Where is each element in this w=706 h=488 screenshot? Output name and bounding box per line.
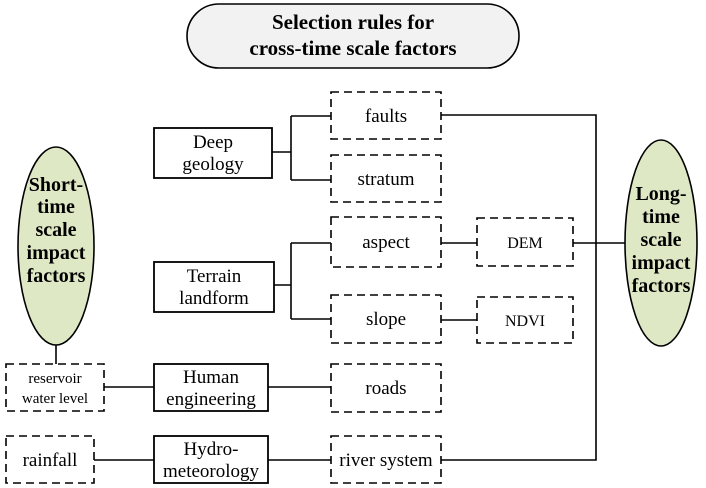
stratum-label: stratum: [358, 169, 415, 190]
title-line-1: Selection rules for: [272, 10, 434, 34]
human-engineering-label-line-2: engineering: [166, 389, 256, 410]
hydro-meteorology-label-line-2: meteorology: [163, 461, 260, 482]
hydro-meteorology-box: [153, 435, 269, 484]
human-engineering-box: [153, 363, 269, 412]
terrain-landform-label-line-2: landform: [179, 288, 249, 309]
aspect-label: aspect: [362, 232, 410, 253]
river-system-label: river system: [339, 450, 433, 471]
human-engineering-label-line-1: Human: [183, 367, 239, 388]
long-time-label-line-3: scale: [640, 229, 681, 251]
ndvi-box: [476, 296, 574, 344]
hydro-meteorology-label-line-1: Hydro-: [184, 439, 239, 460]
terrain-landform-label-line-1: Terrain: [187, 266, 242, 287]
connector-long-time-bus: [441, 114, 597, 461]
aspect-box: [330, 216, 442, 268]
short-time-label-line-5: factors: [27, 265, 86, 287]
connector-lines: [55, 114, 625, 461]
short-time-label-line-2: time: [37, 196, 75, 218]
rainfall-label: rainfall: [23, 450, 78, 471]
faults-label: faults: [365, 106, 407, 127]
short-time-label-line-3: scale: [35, 219, 76, 241]
deep-geology-label-line-2: geology: [182, 154, 244, 175]
dem-box: [476, 217, 574, 267]
diagram-title: Selection rules for cross-time scale fac…: [186, 3, 520, 69]
terrain-landform-box: [153, 261, 275, 313]
short-time-label-line-4: impact: [27, 242, 86, 264]
long-time-label-line-4: impact: [632, 252, 691, 274]
river-system-box: [330, 435, 442, 484]
long-time-ellipse: [624, 139, 698, 347]
roads-box: [330, 363, 442, 413]
stratum-box: [330, 154, 442, 203]
roads-label: roads: [365, 378, 406, 399]
slope-box: [330, 294, 442, 344]
long-time-label-line-5: factors: [632, 275, 691, 297]
faults-box: [330, 91, 442, 140]
short-time-ellipse: [17, 146, 95, 346]
rainfall-box: [5, 435, 95, 484]
reservoir-water-level-box: [5, 363, 105, 412]
dem-label: DEM: [507, 235, 543, 252]
deep-geology-box: [153, 127, 273, 179]
ndvi-label: NDVI: [505, 313, 545, 330]
long-time-label-line-2: time: [642, 206, 680, 228]
reservoir-water-level-label-line-2: water level: [22, 391, 88, 407]
reservoir-water-level-label-line-1: reservoir: [28, 371, 81, 387]
short-time-label-line-1: Short-: [29, 174, 83, 196]
title-pill: [186, 3, 520, 69]
long-time-label-line-1: Long-: [635, 183, 686, 205]
deep-geology-label-line-1: Deep: [193, 132, 233, 153]
long-time-scale-impact-factors: Long- time scale impact factors: [624, 139, 698, 347]
slope-label: slope: [366, 309, 406, 330]
title-line-2: cross-time scale factors: [249, 36, 456, 60]
short-time-scale-impact-factors: Short- time scale impact factors: [17, 146, 95, 346]
